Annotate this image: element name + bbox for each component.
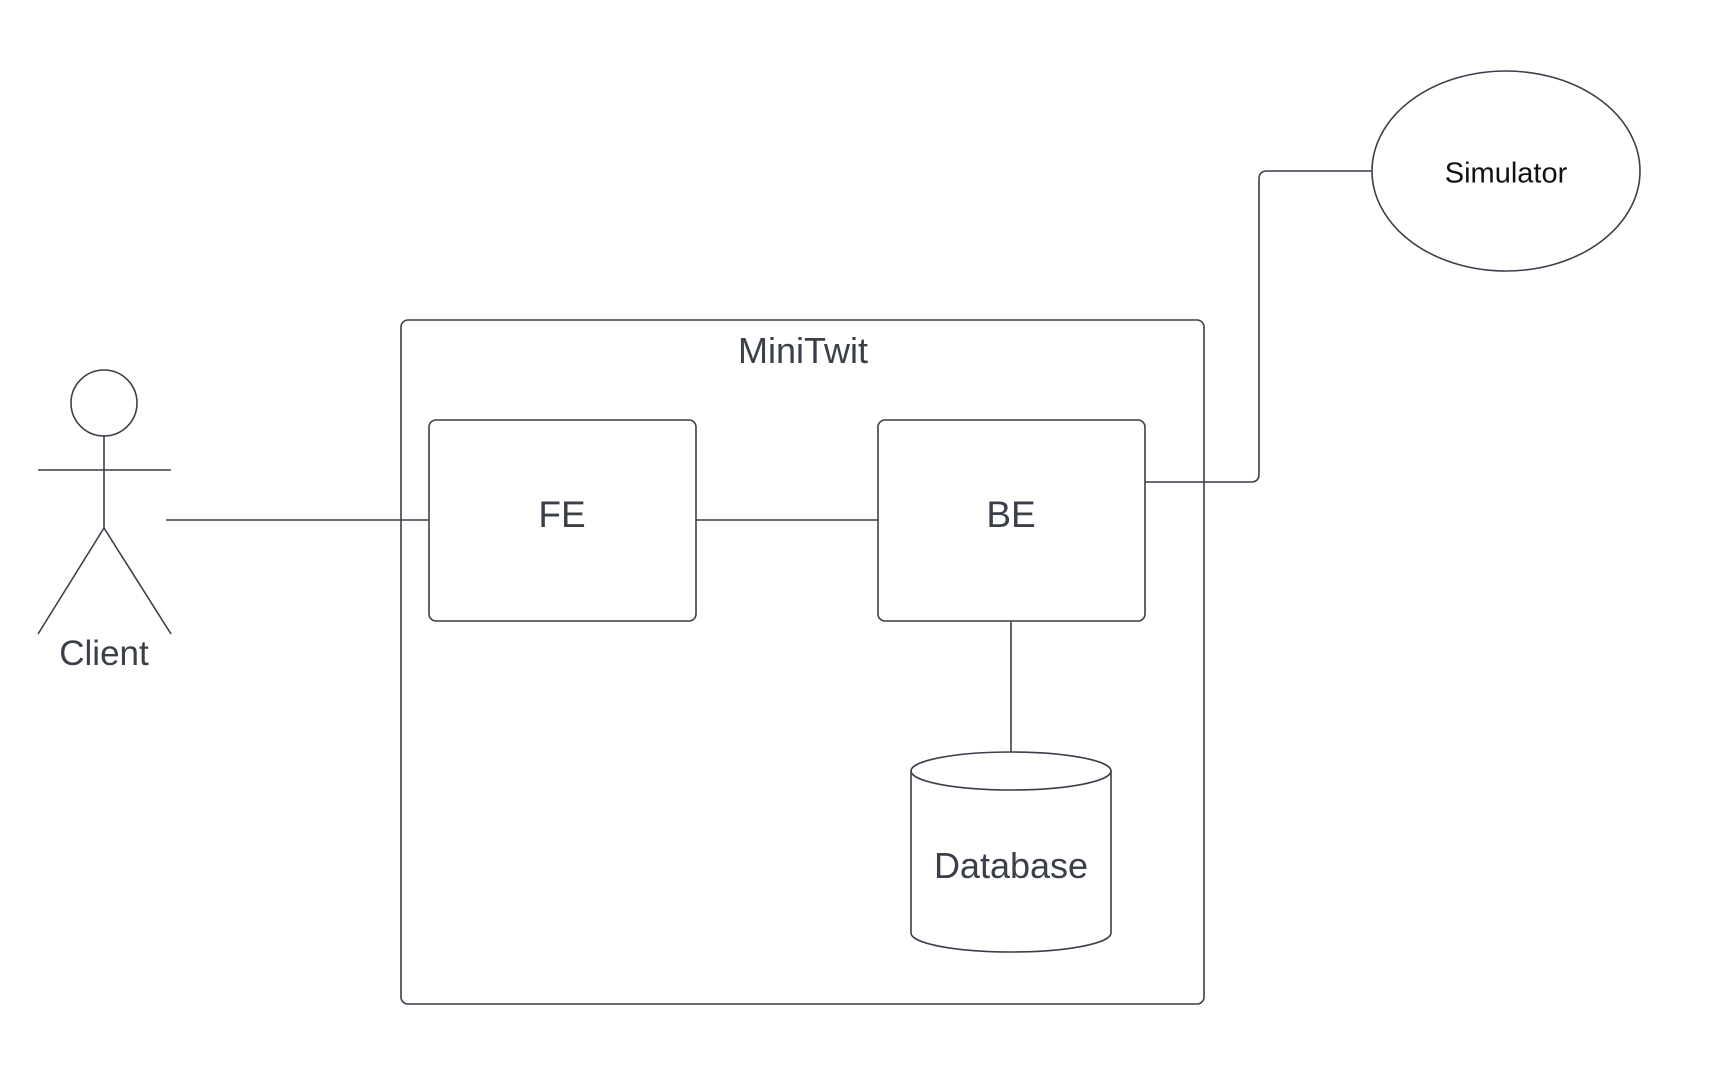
minitwit-container[interactable]: MiniTwit <box>400 319 1205 1005</box>
database-label: Database <box>934 845 1088 886</box>
client-actor[interactable]: Client <box>37 369 172 673</box>
database-cylinder-top <box>910 751 1112 791</box>
container-box <box>400 319 1205 1005</box>
actor-head <box>70 369 138 437</box>
container-title: MiniTwit <box>738 330 868 371</box>
backend-label: BE <box>986 494 1035 535</box>
actor-left-leg <box>37 527 105 635</box>
frontend-node[interactable]: FE <box>428 419 697 622</box>
client-label: Client <box>59 634 149 673</box>
simulator-label: Simulator <box>1445 158 1568 190</box>
simulator-ellipse <box>1371 70 1641 272</box>
simulator-node[interactable]: Simulator <box>1371 70 1641 272</box>
database-node[interactable]: Database <box>910 751 1112 953</box>
be-simulator-connector <box>1145 170 1372 483</box>
database-cylinder-body <box>910 771 1112 953</box>
frontend-label: FE <box>538 494 585 535</box>
backend-node[interactable]: BE <box>877 419 1146 622</box>
actor-right-leg <box>103 527 172 635</box>
